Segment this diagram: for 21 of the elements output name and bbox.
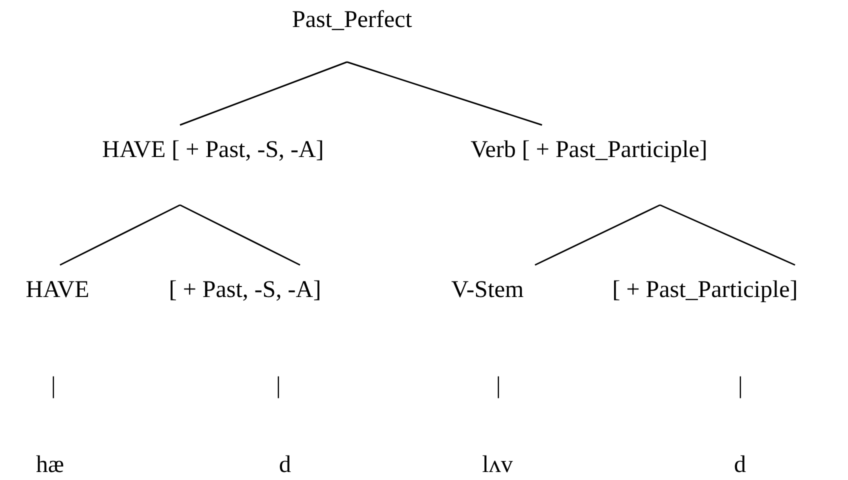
tree-branch [346, 61, 542, 126]
tree-label: d [279, 451, 291, 479]
tree-label: [ + Past, -S, -A] [168, 276, 322, 304]
tree-branch [180, 61, 348, 126]
tree-label: Past_Perfect [292, 6, 412, 34]
tree-label: HAVE [ + Past, -S, -A] [102, 136, 324, 164]
vertical-bar-glyph: | [738, 372, 743, 400]
vertical-bar-glyph: | [51, 372, 56, 400]
vertical-bar-glyph: | [496, 372, 501, 400]
tree-branch [180, 204, 300, 266]
vertical-bar-glyph: | [276, 372, 281, 400]
tree-label: hæ [36, 451, 64, 479]
tree-label: d [734, 451, 746, 479]
tree-label: Verb [ + Past_Participle] [470, 136, 708, 164]
tree-branch [660, 204, 796, 266]
tree-label: V-Stem [451, 276, 524, 304]
tree-branch [60, 204, 180, 266]
tree-branch [534, 204, 660, 266]
tree-label: HAVE [26, 276, 90, 304]
tree-label: [ + Past_Participle] [612, 276, 798, 304]
tree-label: lʌv [482, 451, 513, 479]
